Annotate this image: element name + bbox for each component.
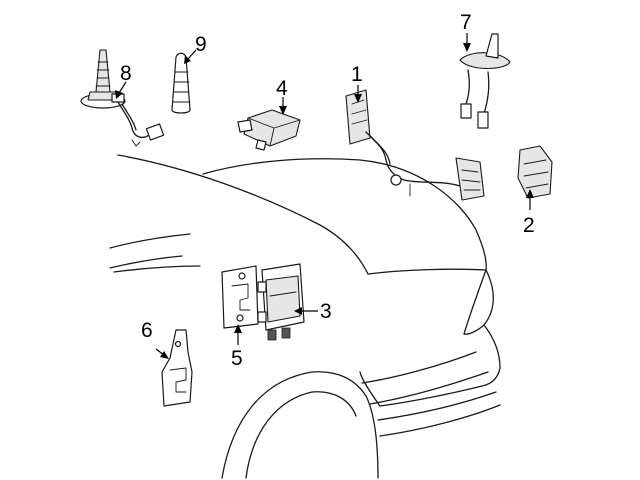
car-body-outline (109, 154, 501, 479)
part-8-antenna-mast-with-cable (80, 49, 165, 147)
part-7-roof-antenna (459, 33, 511, 129)
callout-1: 1 (351, 63, 363, 86)
callout-9: 9 (195, 33, 207, 56)
callout-3: 3 (320, 300, 332, 323)
part-2-mounting-bracket (517, 145, 553, 199)
callout-7: 7 (460, 11, 472, 34)
part-3-receiver-module (257, 263, 305, 341)
part-6-bracket (161, 329, 193, 407)
callout-leaders (115, 33, 534, 359)
callout-6: 6 (141, 319, 153, 342)
part-5-bracket (221, 265, 259, 329)
part-1-antenna-amplifier-cable (345, 89, 485, 201)
part-4-control-module (237, 109, 301, 151)
callout-2: 2 (523, 214, 535, 237)
callout-5: 5 (231, 347, 243, 370)
part-9-antenna-rod (171, 52, 191, 114)
callout-8: 8 (120, 62, 132, 85)
callout-4: 4 (276, 77, 288, 100)
